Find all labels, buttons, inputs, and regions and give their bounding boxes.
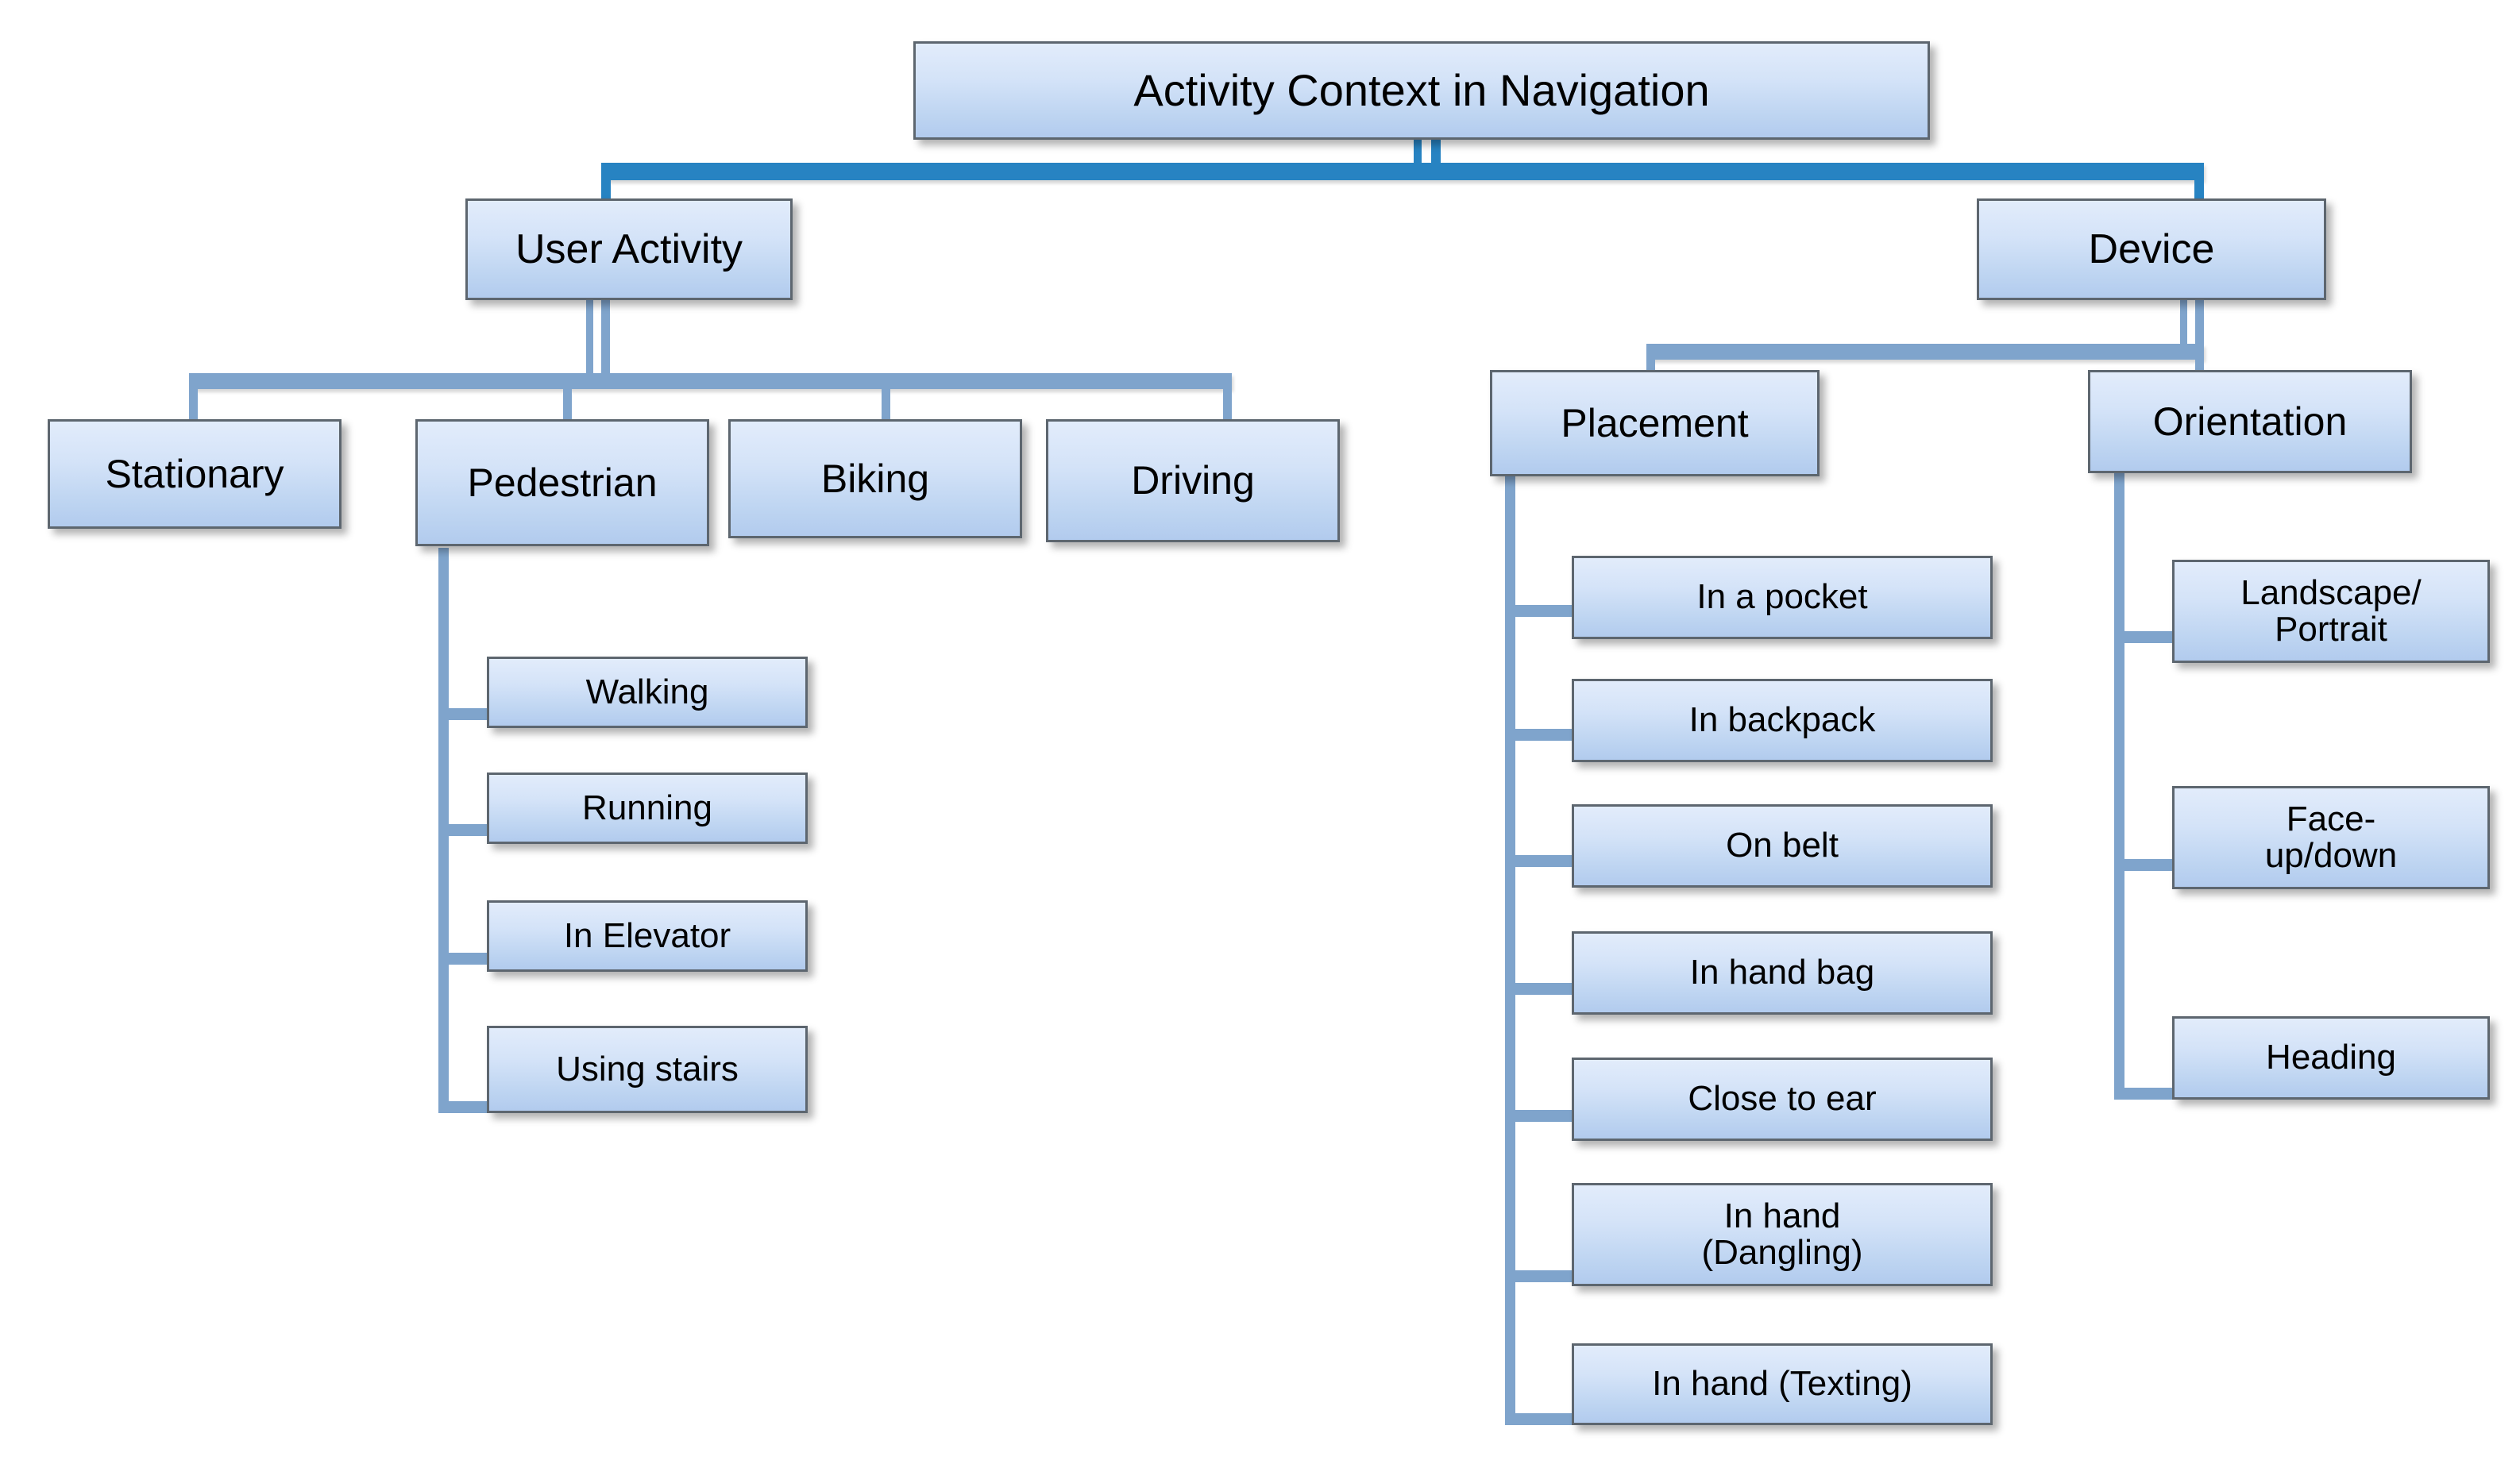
node-in-hand-dangling-label-line2: (Dangling) bbox=[1701, 1233, 1863, 1272]
node-face-updown-label-line1: Face- bbox=[2286, 799, 2376, 838]
node-driving-label: Driving bbox=[1131, 458, 1255, 503]
connector-drop-biking bbox=[882, 373, 890, 421]
node-using-stairs[interactable]: Using stairs bbox=[487, 1026, 808, 1113]
node-root-label: Activity Context in Navigation bbox=[1133, 64, 1710, 115]
connector-root-drop-device bbox=[2194, 163, 2204, 206]
node-using-stairs-label: Using stairs bbox=[556, 1049, 739, 1088]
node-root[interactable]: Activity Context in Navigation bbox=[913, 41, 1930, 140]
connector-orientation-spine bbox=[2114, 472, 2124, 1100]
node-close-to-ear-label: Close to ear bbox=[1688, 1079, 1877, 1119]
connector-placement-stub-close-to-ear bbox=[1505, 1110, 1573, 1122]
node-running[interactable]: Running bbox=[487, 773, 808, 844]
connector-pedestrian-stub-walking bbox=[438, 708, 494, 720]
node-in-hand-texting[interactable]: In hand (Texting) bbox=[1572, 1343, 1993, 1425]
node-in-hand-bag[interactable]: In hand bag bbox=[1572, 931, 1993, 1015]
connector-pedestrian-stub-running bbox=[438, 824, 494, 836]
connector-placement-stub-in-hand-texting bbox=[1505, 1413, 1573, 1425]
node-walking[interactable]: Walking bbox=[487, 657, 808, 728]
node-in-hand-dangling[interactable]: In hand (Dangling) bbox=[1572, 1183, 1993, 1286]
connector-root-bus bbox=[601, 163, 2204, 180]
node-face-updown-label-line2: up/down bbox=[2264, 836, 2398, 875]
connector-placement-stub-in-backpack bbox=[1505, 729, 1573, 741]
node-on-belt[interactable]: On belt bbox=[1572, 804, 1993, 888]
node-pedestrian[interactable]: Pedestrian bbox=[415, 419, 709, 546]
node-placement-label: Placement bbox=[1561, 400, 1749, 445]
connector-useractivity-bus bbox=[189, 373, 1232, 389]
node-stationary-label: Stationary bbox=[105, 451, 284, 496]
node-user-activity[interactable]: User Activity bbox=[465, 198, 793, 300]
connector-drop-pedestrian bbox=[563, 373, 572, 421]
node-in-backpack[interactable]: In backpack bbox=[1572, 679, 1993, 762]
node-running-label: Running bbox=[582, 788, 712, 827]
connector-device-bus bbox=[1646, 344, 2204, 360]
connector-orientation-stub-landscape-portrait bbox=[2114, 631, 2178, 643]
connector-placement-stub-in-a-pocket bbox=[1505, 605, 1573, 617]
node-driving[interactable]: Driving bbox=[1046, 419, 1340, 542]
node-orientation-label: Orientation bbox=[2152, 399, 2348, 444]
connector-placement-stub-on-belt bbox=[1505, 855, 1573, 867]
node-biking[interactable]: Biking bbox=[728, 419, 1022, 538]
connector-drop-driving bbox=[1223, 373, 1232, 421]
node-orientation[interactable]: Orientation bbox=[2088, 370, 2412, 473]
node-on-belt-label: On belt bbox=[1726, 826, 1839, 865]
connector-device-stem-left bbox=[2180, 298, 2187, 352]
connector-placement-stub-in-hand-bag bbox=[1505, 983, 1573, 995]
connector-orientation-stub-heading bbox=[2114, 1088, 2178, 1100]
node-heading-label: Heading bbox=[2266, 1038, 2396, 1077]
node-device[interactable]: Device bbox=[1977, 198, 2326, 300]
connector-useractivity-stem-right bbox=[601, 298, 610, 381]
connector-root-stem-left bbox=[1414, 139, 1422, 175]
node-user-activity-label: User Activity bbox=[515, 225, 743, 272]
node-landscape-portrait-label-line2: Portrait bbox=[2275, 610, 2387, 649]
node-landscape-portrait[interactable]: Landscape/ Portrait bbox=[2172, 560, 2490, 663]
node-in-hand-dangling-label-line1: In hand bbox=[1723, 1196, 1841, 1235]
node-pedestrian-label: Pedestrian bbox=[467, 460, 658, 505]
connector-placement-stub-in-hand-dangling bbox=[1505, 1270, 1573, 1282]
connector-placement-spine bbox=[1505, 476, 1515, 1425]
node-in-elevator[interactable]: In Elevator bbox=[487, 900, 808, 972]
connector-useractivity-stem-left bbox=[586, 298, 593, 381]
node-in-backpack-label: In backpack bbox=[1688, 700, 1876, 740]
node-in-hand-texting-label: In hand (Texting) bbox=[1652, 1364, 1912, 1404]
connector-device-stem-right bbox=[2195, 298, 2204, 352]
connector-pedestrian-stub-using-stairs bbox=[438, 1101, 494, 1113]
node-heading[interactable]: Heading bbox=[2172, 1016, 2490, 1100]
node-placement[interactable]: Placement bbox=[1490, 370, 1820, 476]
connector-drop-orientation bbox=[2195, 344, 2204, 372]
connector-pedestrian-stub-in-elevator bbox=[438, 953, 494, 965]
node-in-a-pocket-label: In a pocket bbox=[1696, 577, 1868, 617]
connector-drop-stationary bbox=[189, 373, 198, 421]
node-stationary[interactable]: Stationary bbox=[48, 419, 342, 529]
node-in-a-pocket[interactable]: In a pocket bbox=[1572, 556, 1993, 639]
node-walking-label: Walking bbox=[585, 672, 709, 711]
connector-root-drop-user-activity bbox=[601, 163, 611, 206]
node-in-elevator-label: In Elevator bbox=[563, 915, 731, 955]
node-landscape-portrait-label-line1: Landscape/ bbox=[2240, 572, 2422, 612]
connector-drop-placement bbox=[1646, 344, 1655, 372]
connector-orientation-stub-face-updown bbox=[2114, 859, 2178, 871]
node-in-hand-bag-label: In hand bag bbox=[1689, 953, 1875, 992]
node-device-label: Device bbox=[2088, 225, 2215, 272]
node-close-to-ear[interactable]: Close to ear bbox=[1572, 1058, 1993, 1141]
node-face-updown[interactable]: Face- up/down bbox=[2172, 786, 2490, 889]
node-biking-label: Biking bbox=[820, 456, 930, 501]
